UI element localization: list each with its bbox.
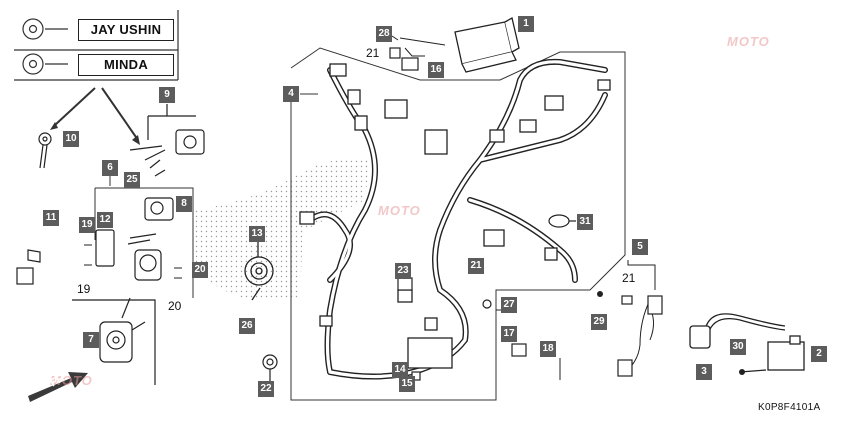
callout-4[interactable]: 4 <box>283 86 299 102</box>
callout-29[interactable]: 29 <box>591 314 607 330</box>
callout-17[interactable]: 17 <box>501 326 517 342</box>
callout-31[interactable]: 31 <box>577 214 593 230</box>
ecu-drawing <box>454 17 520 73</box>
harness-region-outline <box>290 47 626 401</box>
watermark-top-right: MOTO <box>727 34 770 49</box>
label-20-screw: 20 <box>168 299 182 313</box>
callout-10[interactable]: 10 <box>63 131 79 147</box>
label-19-screw: 19 <box>77 282 91 296</box>
callout-13[interactable]: 13 <box>249 226 265 242</box>
callout-14[interactable]: 14 <box>392 362 408 378</box>
front-direction-arrow <box>28 372 88 402</box>
callout-3[interactable]: 3 <box>696 364 712 380</box>
callout-27[interactable]: 27 <box>501 297 517 313</box>
callout-30[interactable]: 30 <box>730 339 746 355</box>
band-clip-drawing <box>548 214 576 228</box>
callout-25[interactable]: 25 <box>124 172 140 188</box>
manufacturer-legend <box>14 10 179 81</box>
grommet-drawing <box>262 354 278 382</box>
watermark-center: MOTO <box>378 203 421 218</box>
diagram-code: K0P8F4101A <box>758 402 821 413</box>
callout-16[interactable]: 16 <box>428 62 444 78</box>
seat-lock-drawing <box>129 104 205 177</box>
callout-22[interactable]: 22 <box>258 381 274 397</box>
callout-8[interactable]: 8 <box>176 196 192 212</box>
key-cylinder-drawing <box>72 297 156 385</box>
label-21-ecu: 21 <box>366 46 380 60</box>
callout-2[interactable]: 2 <box>811 346 827 362</box>
callout-20[interactable]: 20 <box>192 262 208 278</box>
callout-21[interactable]: 21 <box>468 258 484 274</box>
callout-11[interactable]: 11 <box>43 210 59 226</box>
horn-drawing <box>244 240 274 301</box>
callout-1[interactable]: 1 <box>518 16 534 32</box>
ignition-coil-drawing <box>689 313 805 373</box>
callout-6[interactable]: 6 <box>102 160 118 176</box>
callout-15[interactable]: 15 <box>399 376 415 392</box>
callout-9[interactable]: 9 <box>159 87 175 103</box>
harness-connectors <box>299 63 611 369</box>
watermark-bottom-left: MOTO <box>50 373 93 388</box>
callout-28[interactable]: 28 <box>376 26 392 42</box>
legend-arrows <box>54 87 139 141</box>
manufacturer-label-jay-ushin: JAY USHIN <box>78 19 174 41</box>
callout-12[interactable]: 12 <box>97 212 113 228</box>
ignition-switch-assembly-frame <box>94 172 194 298</box>
switch-body-drawing <box>27 197 174 281</box>
callout-23[interactable]: 23 <box>395 263 411 279</box>
callout-18[interactable]: 18 <box>540 341 556 357</box>
lock-symbol-icon <box>22 18 44 75</box>
key-icon <box>38 132 52 169</box>
callout-19[interactable]: 19 <box>79 217 95 233</box>
callout-7[interactable]: 7 <box>83 332 99 348</box>
manufacturer-label-minda: MINDA <box>78 54 174 76</box>
label-21-subharness: 21 <box>622 271 636 285</box>
callout-26[interactable]: 26 <box>239 318 255 334</box>
callout-5[interactable]: 5 <box>632 239 648 255</box>
